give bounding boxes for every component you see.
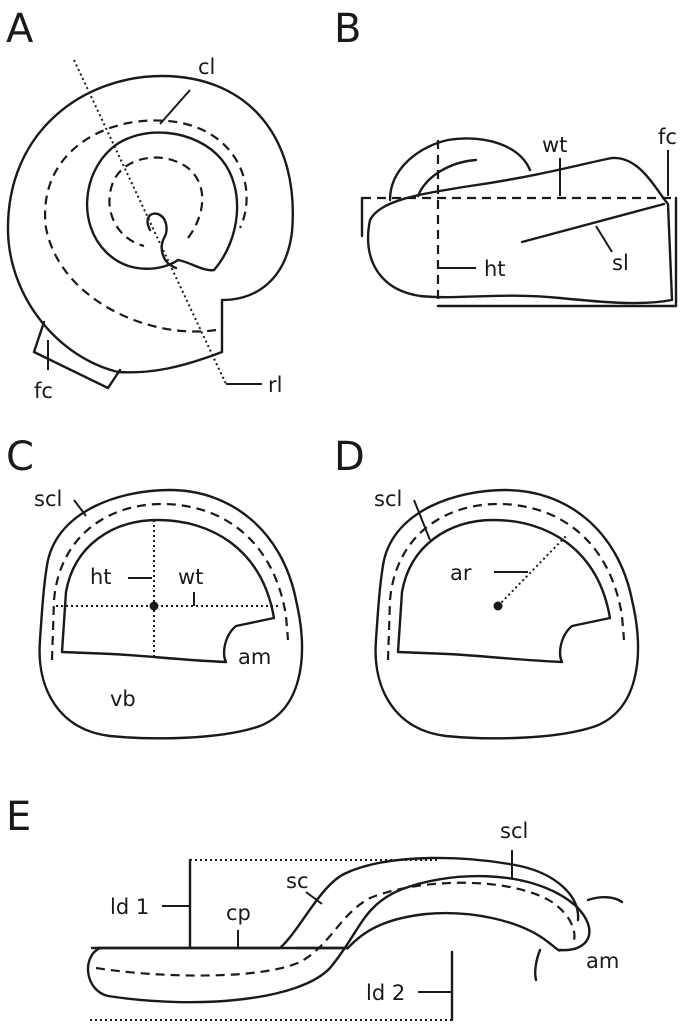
panel-e-label-sc: sc [286, 869, 309, 893]
panel-c-center-point [149, 601, 159, 611]
panel-e-sigmoid-contour [86, 874, 591, 1004]
panel-e-label-ld2: ld 2 [366, 981, 405, 1005]
panel-e-sigmoid-inner [90, 856, 580, 950]
panel-e-sc-leader [305, 891, 323, 905]
panel-c: C scl ht wt am vb [6, 434, 304, 740]
panel-b-body-whorl [366, 156, 674, 305]
panel-e-sigmoid-lower [294, 911, 562, 952]
panel-b-label-ht: ht [484, 257, 506, 281]
panel-a: A cl fc rl [6, 6, 295, 403]
panel-a-cl-leader [159, 89, 191, 125]
panel-e-label-scl: scl [500, 819, 528, 843]
panel-b: B wt fc ht sl [334, 6, 678, 308]
panel-e-scl-dashline [95, 881, 576, 977]
panel-a-letter: A [6, 6, 34, 52]
panel-c-aperture [60, 518, 276, 664]
panel-d-radius [497, 535, 567, 607]
panel-a-coiling-line [43, 119, 248, 333]
panel-b-label-wt: wt [542, 133, 567, 157]
panel-d-label-ar: ar [450, 561, 472, 585]
panel-d-scl-dashline [386, 502, 626, 661]
panel-d-letter: D [334, 434, 365, 480]
panel-c-label-scl: scl [34, 487, 62, 511]
panel-d: D scl ar [334, 434, 640, 740]
panel-c-scl-dashline [50, 502, 290, 661]
panel-c-label-wt: wt [178, 565, 203, 589]
panel-e-label-am: am [586, 949, 619, 973]
panel-e-label-ld1: ld 1 [110, 895, 149, 919]
panel-d-center-point [493, 601, 503, 611]
panel-b-spire-inner [416, 158, 478, 198]
panel-a-inner-whorl [86, 131, 239, 272]
panel-d-label-scl: scl [374, 487, 402, 511]
panel-b-letter: B [334, 6, 361, 52]
panel-a-protoconch [146, 212, 178, 270]
panel-b-sl-leader [595, 225, 613, 253]
panel-e-aperture-flare [586, 896, 624, 904]
panel-b-label-fc: fc [658, 125, 677, 149]
panel-a-reference-line [73, 59, 227, 385]
panel-e: E ld 1 cp sc scl am ld 2 [6, 794, 624, 1022]
panel-a-flared-collar [32, 320, 122, 390]
panel-c-scl-leader [73, 499, 87, 517]
panel-b-label-sl: sl [612, 251, 629, 275]
panel-c-label-ht: ht [90, 565, 112, 589]
panel-a-coiling-line-inner [108, 156, 204, 248]
panel-b-suture-line [520, 202, 666, 244]
panel-c-label-vb: vb [110, 687, 136, 711]
panel-b-spire [388, 137, 532, 202]
panel-d-outer-outline [374, 488, 640, 740]
panel-a-outer-whorl [6, 74, 295, 374]
panel-d-scl-leader [413, 499, 431, 541]
panel-e-letter: E [6, 794, 31, 840]
panel-a-label-rl: rl [268, 373, 282, 397]
panel-d-aperture [396, 518, 612, 664]
panel-a-inner-aperture [176, 258, 216, 272]
panel-e-aperture-margin [534, 948, 542, 982]
panel-a-label-cl: cl [198, 55, 215, 79]
panel-e-label-cp: cp [226, 901, 251, 925]
panel-a-label-fc: fc [34, 379, 53, 403]
panel-c-outer-outline [38, 488, 304, 740]
panel-c-letter: C [6, 434, 34, 480]
panel-c-label-am: am [238, 645, 271, 669]
